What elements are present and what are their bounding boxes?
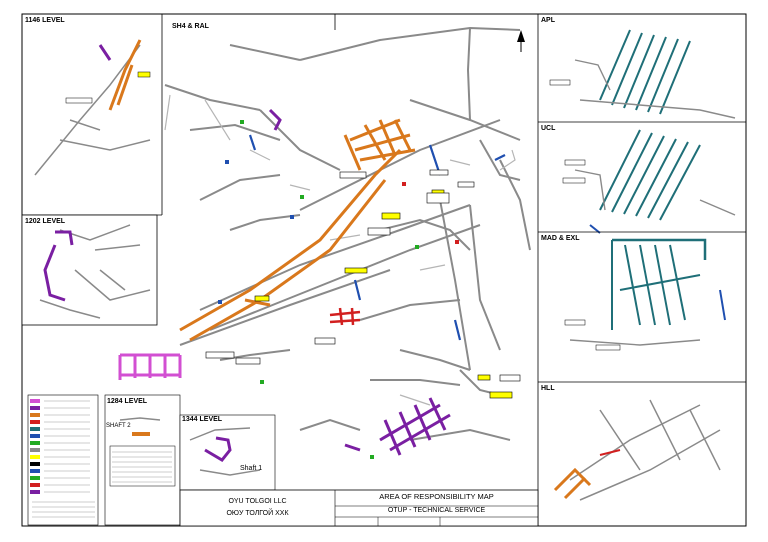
inset-1344: 1344 LEVEL Shaft 1 xyxy=(179,414,276,491)
orange-decline xyxy=(179,118,416,342)
company-name-mn: ОЮУ ТОЛГОЙ ХХК xyxy=(226,510,289,517)
company-name-en: OYU TOLGOI LLC xyxy=(228,498,287,505)
inset-1202-title: 1202 LEVEL xyxy=(25,218,66,225)
shaft-2-label: SHAFT 2 xyxy=(106,423,131,429)
inset-1284: 1284 LEVEL SHAFT 2 xyxy=(104,394,181,526)
sh4-ral-title: SH4 & RAL xyxy=(172,23,210,30)
inset-1202: 1202 LEVEL xyxy=(21,214,158,326)
panel-hll: HLL xyxy=(541,385,721,501)
map-title: AREA OF RESPONSIBILITY MAP xyxy=(379,492,494,501)
shaft-1-label: Shaft 1 xyxy=(240,465,262,472)
red-cluster xyxy=(329,307,361,326)
main-map xyxy=(118,26,531,459)
inset-1284-title: 1284 LEVEL xyxy=(107,398,148,405)
magenta-cluster xyxy=(118,353,182,380)
panel-apl-title: APL xyxy=(541,17,556,24)
panel-ucl-title: UCL xyxy=(541,125,556,132)
inset-1146-title: 1146 LEVEL xyxy=(25,17,65,24)
inset-1146: 1146 LEVEL xyxy=(25,17,151,176)
department-label: OTUP - TECHNICAL SERVICE xyxy=(387,507,486,514)
panel-mad-title: MAD & EXL xyxy=(541,235,580,242)
purple-cluster xyxy=(268,108,451,456)
inset-1344-title: 1344 LEVEL xyxy=(182,416,223,423)
legend xyxy=(27,394,99,526)
panel-hll-title: HLL xyxy=(541,385,555,392)
panel-mad-exl: MAD & EXL xyxy=(541,235,726,351)
title-block xyxy=(179,489,539,527)
north-arrow-icon xyxy=(517,30,525,52)
panel-apl: APL xyxy=(541,17,736,119)
